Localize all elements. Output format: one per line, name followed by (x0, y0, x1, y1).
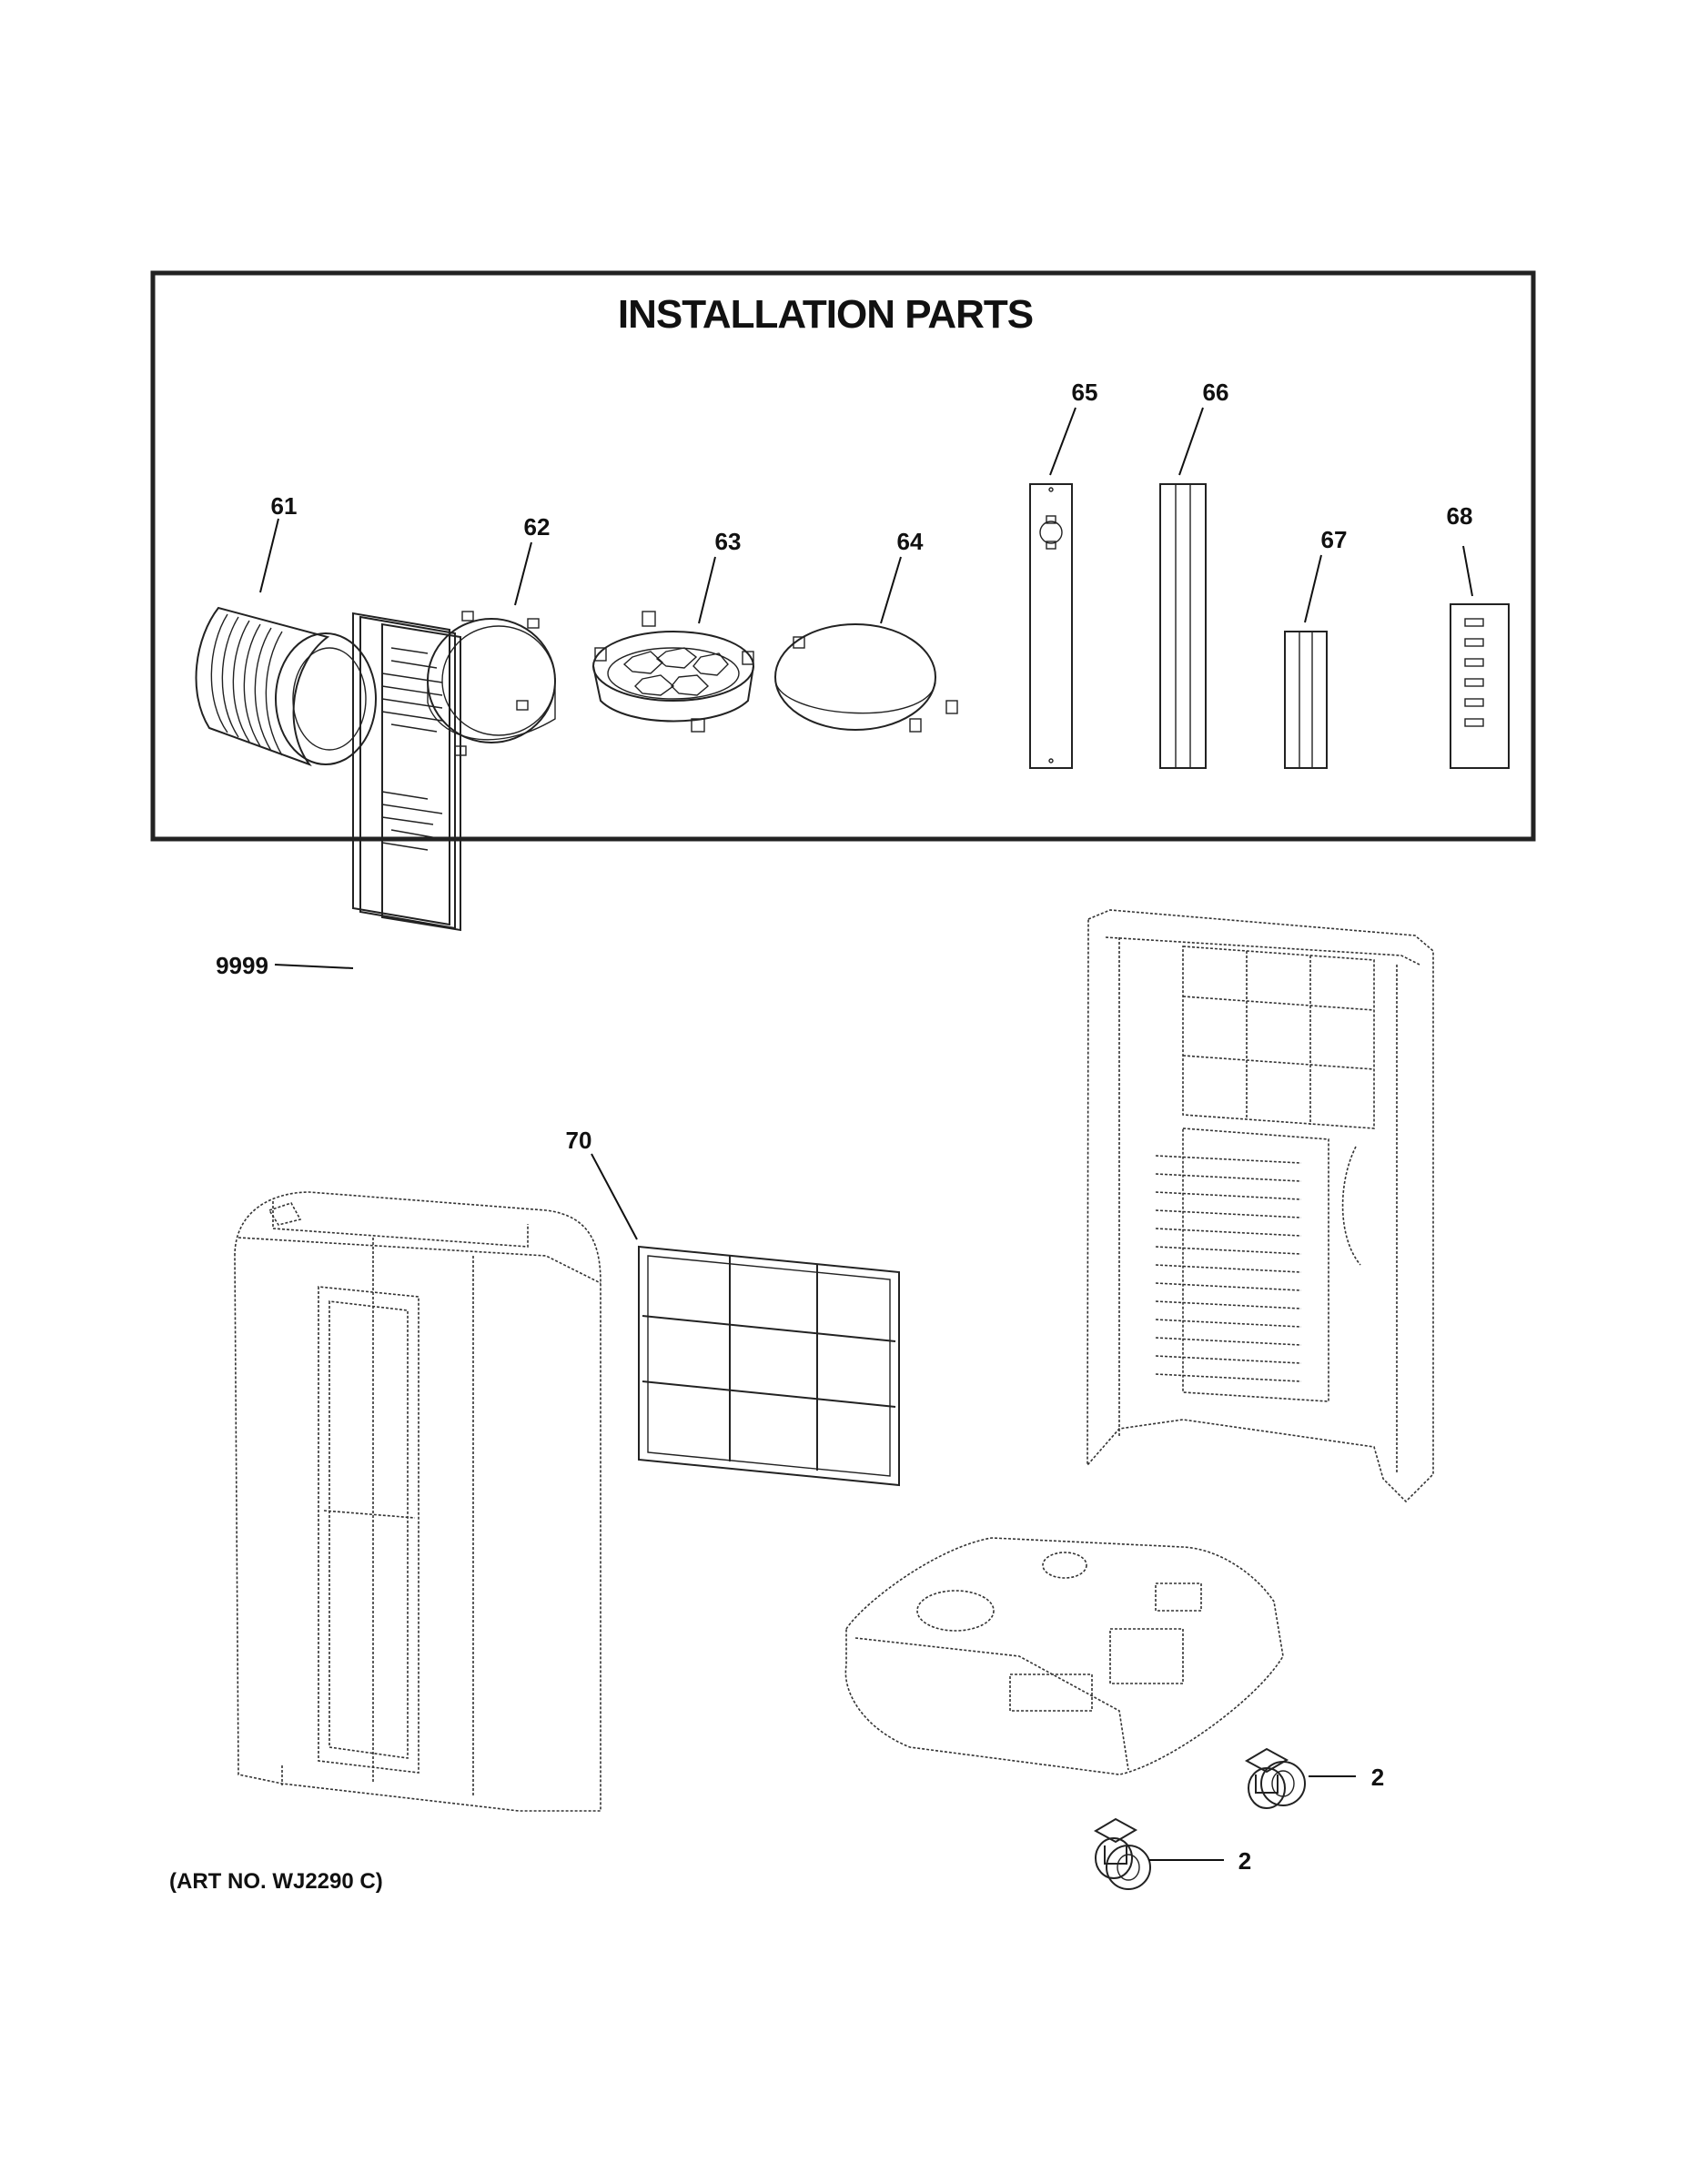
air-filter-icon (638, 1245, 900, 1487)
window-panel-icon (1159, 483, 1207, 769)
hose-adapter-ring-icon (427, 611, 556, 756)
part-label-63: 63 (715, 528, 742, 555)
part-9999-manual: 9999 (216, 612, 461, 979)
part-63-window-adapter: 63 (592, 528, 754, 733)
window-adapter-icon (592, 611, 754, 733)
part-2-caster-lower: 2 (1093, 1817, 1251, 1890)
hose-cap-icon (774, 623, 958, 733)
part-64-hose-cap: 64 (774, 528, 958, 733)
part-label-64: 64 (897, 528, 924, 555)
art-number: (ART NO. WJ2290 C) (169, 1869, 383, 1894)
front-cabinet (234, 1191, 601, 1812)
part-label-2-upper: 2 (1371, 1764, 1384, 1791)
window-panel-icon (1029, 483, 1073, 769)
installation-parts-frame (150, 270, 1536, 842)
installation-parts-title: INSTALLATION PARTS (618, 292, 1033, 337)
window-panel-extension-icon (1284, 631, 1328, 769)
part-label-9999: 9999 (216, 952, 268, 979)
base-pan (844, 1537, 1284, 1775)
part-2-caster-upper: 2 (1244, 1747, 1384, 1809)
part-label-2-lower: 2 (1238, 1847, 1251, 1875)
part-label-62: 62 (524, 513, 551, 541)
caster-icon (1093, 1817, 1151, 1890)
part-70-air-filter: 70 (566, 1127, 900, 1487)
part-label-65: 65 (1072, 379, 1098, 406)
part-label-61: 61 (271, 492, 298, 520)
part-label-68: 68 (1447, 502, 1473, 530)
part-label-70: 70 (566, 1127, 592, 1154)
exhaust-hose-icon (195, 606, 330, 767)
rear-cabinet (1087, 909, 1434, 1503)
part-67-window-panel-extension: 67 (1284, 526, 1348, 769)
part-label-67: 67 (1321, 526, 1348, 553)
part-68-window-lock: 68 (1447, 502, 1510, 769)
part-66-window-panel: 66 (1159, 379, 1229, 769)
part-label-66: 66 (1203, 379, 1229, 406)
part-65-window-panel: 65 (1029, 379, 1098, 769)
window-lock-icon (1450, 603, 1510, 769)
manual-icon (352, 612, 461, 932)
part-61-exhaust-hose: 61 (195, 492, 377, 767)
caster-icon (1244, 1747, 1306, 1809)
